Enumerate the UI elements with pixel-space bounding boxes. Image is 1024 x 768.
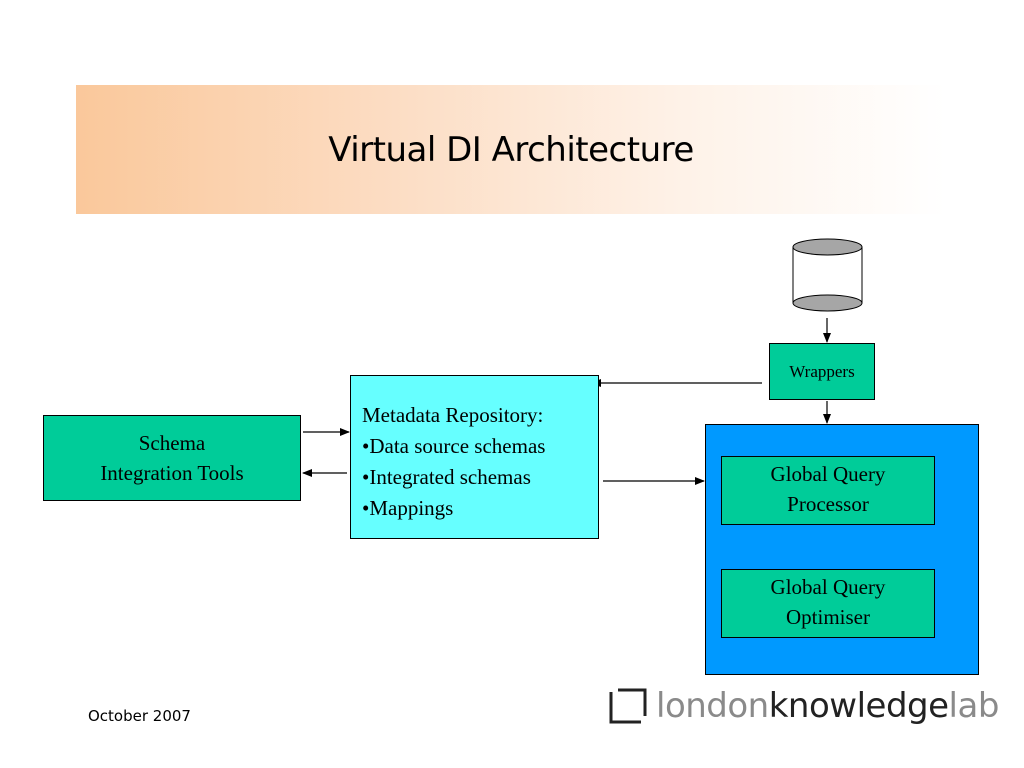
metadata-heading: Metadata Repository: [362, 403, 544, 427]
slide-title: Virtual DI Architecture [328, 129, 694, 170]
footer-date: October 2007 [88, 707, 191, 725]
metadata-item-integrated-schemas: •Integrated schemas [362, 465, 531, 489]
logo-text-london: london [656, 686, 769, 726]
logo-text-lab: lab [948, 686, 1000, 726]
gqo-line1: Global Query [770, 574, 886, 599]
gqp-line1: Global Query [770, 461, 886, 486]
schema-tools-line2: Integration Tools [100, 461, 244, 485]
data-source-cylinder-icon [792, 238, 863, 312]
logo-text-knowledge: knowledge [768, 686, 949, 726]
wrappers-node: Wrappers [769, 343, 875, 400]
gqo-line2: Optimiser [786, 604, 870, 629]
metadata-item-mappings: •Mappings [362, 496, 454, 520]
schema-integration-tools-node: Schema Integration Tools [43, 415, 301, 501]
schema-tools-line1: Schema [138, 431, 206, 455]
global-query-processor-node: Global Query Processor [721, 456, 935, 525]
title-band [76, 85, 946, 214]
gqp-line2: Processor [787, 491, 869, 516]
metadata-repository-node: Metadata Repository: •Data source schema… [350, 375, 599, 539]
wrappers-label: Wrappers [789, 361, 855, 381]
global-query-optimiser-node: Global Query Optimiser [721, 569, 935, 638]
metadata-item-data-source-schemas: •Data source schemas [362, 434, 546, 458]
logo-bracket-icon [609, 688, 647, 724]
